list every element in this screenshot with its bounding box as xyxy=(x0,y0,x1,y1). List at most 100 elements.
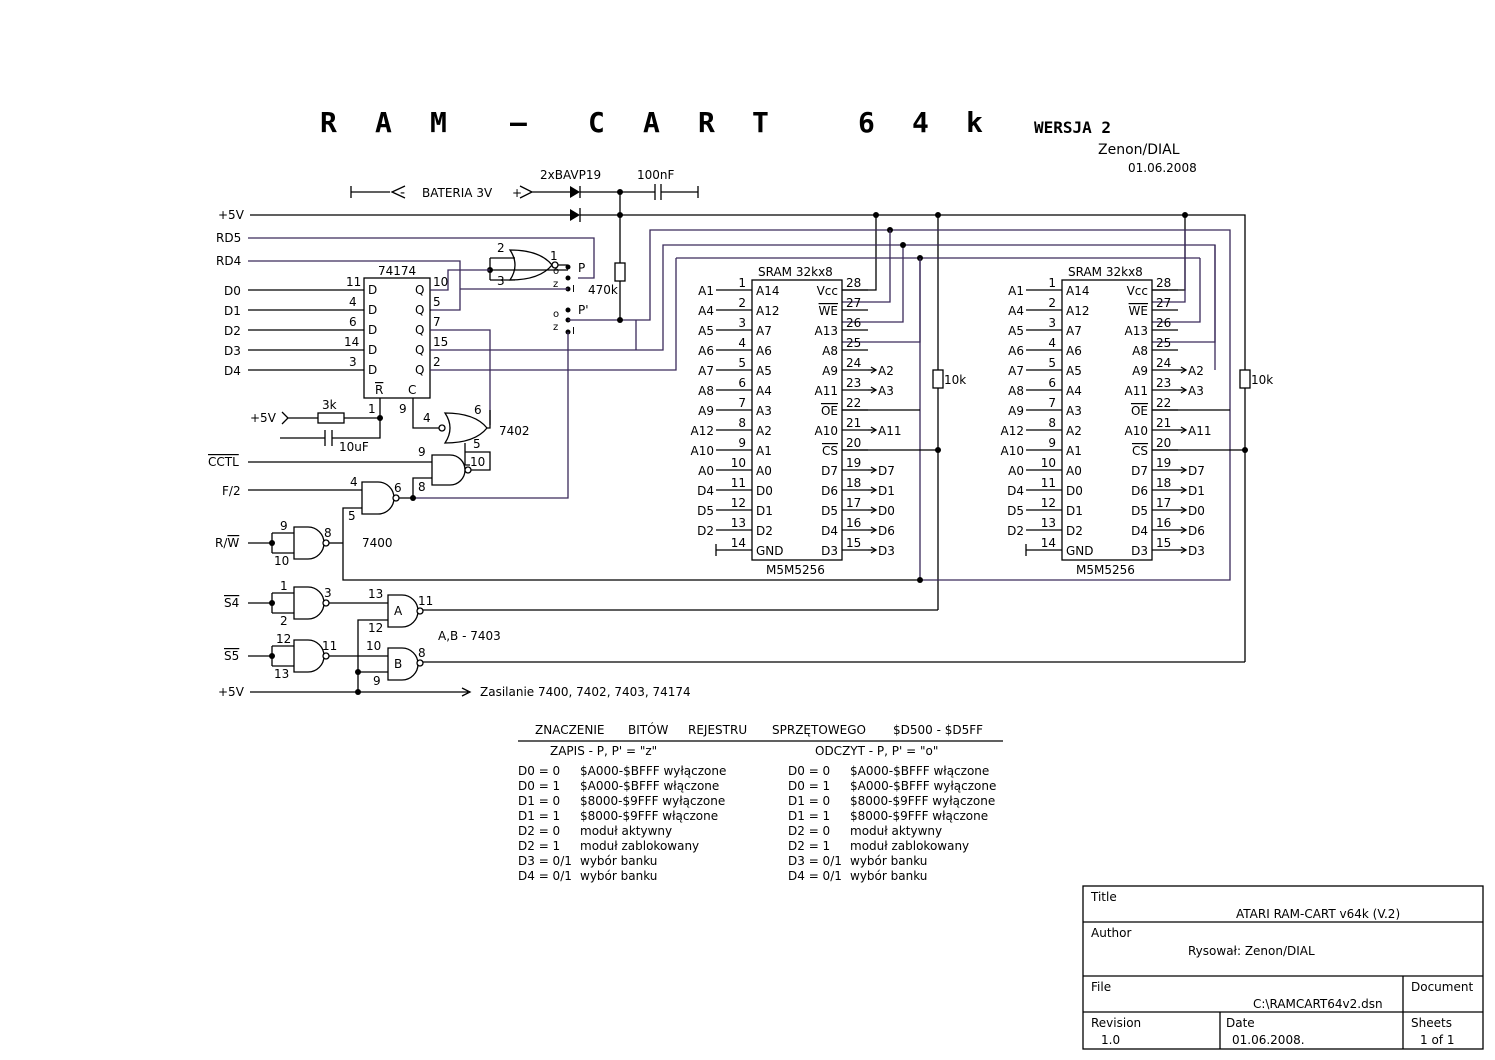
table-row-desc: moduł aktywny xyxy=(580,824,672,838)
pin-label: 12 xyxy=(276,632,291,646)
net-label: A4 xyxy=(1008,304,1024,318)
table-title-word: $D500 - $D5FF xyxy=(893,723,983,737)
pin-label: 2 xyxy=(433,355,441,369)
pin-label: 10 xyxy=(366,639,381,653)
pin-label: 7 xyxy=(433,315,441,329)
pin-name: A8 xyxy=(1132,344,1148,358)
pin-name: A12 xyxy=(756,304,779,318)
pin-label: 17 xyxy=(846,496,861,510)
net-label: D7 xyxy=(1188,464,1205,478)
pin-label: 12 xyxy=(368,621,383,635)
tb-sheets-label: Sheets xyxy=(1411,1016,1452,1030)
pin-name: GND xyxy=(1066,544,1094,558)
title-letter: A xyxy=(643,106,660,139)
gate-ab-chip-label: A,B - 7403 xyxy=(438,629,501,643)
pin-label: 14 xyxy=(731,536,746,550)
pin-label: 11 xyxy=(418,594,433,608)
register-table: ZNACZENIE BITÓW REJESTRU SPRZĘTOWEGO $D5… xyxy=(518,722,1003,883)
nor-gate-mid: 4 5 6 7402 xyxy=(423,403,530,466)
reg-q-label: Q xyxy=(415,283,424,297)
r3k-label: 3k xyxy=(322,398,337,412)
pin-label: 5 xyxy=(1048,356,1056,370)
table-row-desc: wybór banku xyxy=(850,854,927,868)
pin-name: A14 xyxy=(1066,284,1089,298)
table-row-desc: moduł zablokowany xyxy=(850,839,969,853)
pin-label: 1 xyxy=(280,579,288,593)
pin-name: A10 xyxy=(1125,424,1148,438)
pin-name: A9 xyxy=(822,364,838,378)
diode-label: 2xBAVP19 xyxy=(540,168,601,182)
vcc-rc-label: +5V xyxy=(250,411,277,425)
net-label: D2 xyxy=(697,524,714,538)
table-row-desc: $A000-$BFFF wyłączone xyxy=(580,764,726,778)
pin-name: Vcc xyxy=(817,284,838,298)
table-row-desc: $8000-$9FFF włączone xyxy=(580,809,718,823)
pin-name: A0 xyxy=(756,464,772,478)
pin-name: Vcc xyxy=(1127,284,1148,298)
pin-label: 2 xyxy=(738,296,746,310)
reg-d-label: D xyxy=(368,283,377,297)
net-label: D4 xyxy=(1007,484,1024,498)
nand-gate-s5: 12 13 11 xyxy=(274,632,388,681)
pin-label: 9 xyxy=(738,436,746,450)
table-row-desc: $8000-$9FFF wyłączone xyxy=(850,794,995,808)
pin-name: D5 xyxy=(821,504,838,518)
table-row-desc: moduł zablokowany xyxy=(580,839,699,853)
pin-name: D6 xyxy=(821,484,838,498)
nand-chip-label: 7400 xyxy=(362,536,393,550)
switch-p: P o z I xyxy=(553,261,585,295)
pin-label: 24 xyxy=(846,356,861,370)
read-header: ODCZYT - P, P' = "o" xyxy=(815,744,938,758)
table-title-word: ZNACZENIE xyxy=(535,723,604,737)
switch-pp-label: P' xyxy=(578,303,589,317)
net-label: A2 xyxy=(1188,364,1204,378)
pin-name: D4 xyxy=(1131,524,1148,538)
c10uf-label: 10uF xyxy=(339,440,369,454)
table-row-bit: D0 = 0 xyxy=(518,764,560,778)
reg-d-label: D xyxy=(368,363,377,377)
pin-label: 27 xyxy=(1156,296,1171,310)
table-row-desc: $A000-$BFFF włączone xyxy=(850,764,989,778)
pin-name: A5 xyxy=(1066,364,1082,378)
pin-name: D7 xyxy=(1131,464,1148,478)
net-label: A7 xyxy=(698,364,714,378)
net-label: A10 xyxy=(691,444,714,458)
pin-label: 24 xyxy=(1156,356,1171,370)
title-letter: C xyxy=(588,106,605,139)
pin-name: D7 xyxy=(821,464,838,478)
signal-d3: D3 xyxy=(224,344,241,358)
pin-name: D1 xyxy=(756,504,773,518)
tb-date-value: 01.06.2008. xyxy=(1232,1033,1305,1047)
table-row-desc: $A000-$BFFF włączone xyxy=(580,779,719,793)
pin-label: 9 xyxy=(418,445,426,459)
table-row-bit: D2 = 0 xyxy=(788,824,830,838)
table-row-bit: D4 = 0/1 xyxy=(788,869,842,883)
table-row-desc: moduł aktywny xyxy=(850,824,942,838)
pin-label: 18 xyxy=(1156,476,1171,490)
pin-label: 19 xyxy=(1156,456,1171,470)
battery-section: - BATERIA 3V + 2xBAVP19 100nF 470k xyxy=(350,168,699,320)
pin-label: 6 xyxy=(474,403,482,417)
sram-title: SRAM 32kx8 xyxy=(758,265,833,279)
net-label: A6 xyxy=(1008,344,1024,358)
pin-name: A6 xyxy=(756,344,772,358)
pin-label: 3 xyxy=(1048,316,1056,330)
pin-label: 10 xyxy=(731,456,746,470)
tb-author-value: Rysował: Zenon/DIAL xyxy=(1188,944,1315,958)
pin-label: 2 xyxy=(280,614,288,628)
pin-label: 1 xyxy=(550,249,558,263)
title-letter: R xyxy=(698,106,715,139)
pin-name: CS xyxy=(822,444,838,458)
gate-a-label: A xyxy=(394,604,403,618)
net-label: A5 xyxy=(1008,324,1024,338)
author-label: Zenon/DIAL xyxy=(1098,142,1180,158)
pin-label: 8 xyxy=(418,480,426,494)
pin-label: 28 xyxy=(1156,276,1171,290)
table-row-desc: $A000-$BFFF wyłączone xyxy=(850,779,996,793)
pin-name: A12 xyxy=(1066,304,1089,318)
switch-pp-z: z xyxy=(553,322,558,333)
pin-label: 5 xyxy=(348,509,356,523)
title-letter: – xyxy=(510,106,527,139)
